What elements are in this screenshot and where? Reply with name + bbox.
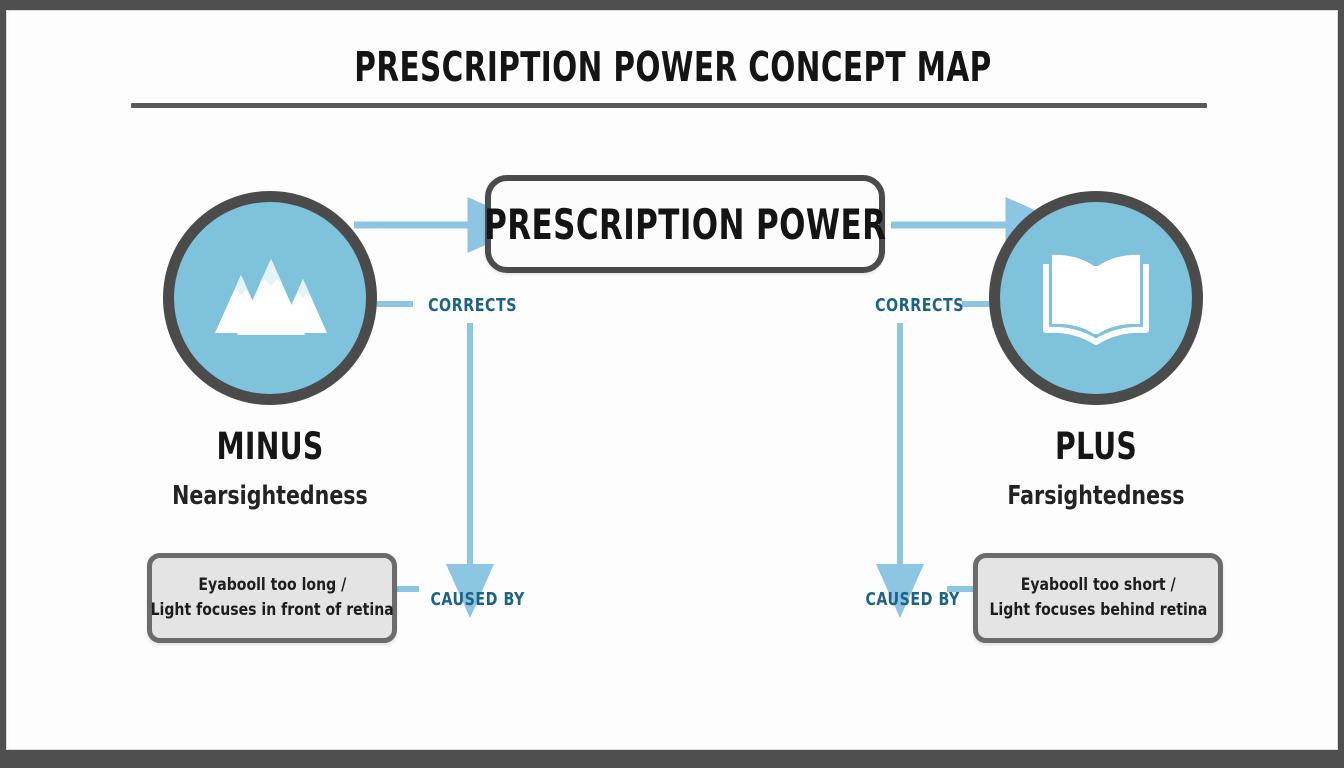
detail-minus-line1: Eyabooll too long / xyxy=(198,575,346,596)
title-divider xyxy=(131,103,1207,108)
connector-label-caused-by-right: CAUSED BY xyxy=(865,589,960,610)
page-title: PRESCRIPTION POWER CONCEPT MAP xyxy=(354,43,992,91)
connector-label-corrects-left: CORRECTS xyxy=(428,295,517,316)
node-circle-minus[interactable] xyxy=(163,191,377,405)
mountain-icon xyxy=(215,259,327,335)
connector-label-corrects-right: CORRECTS xyxy=(875,295,964,316)
detail-plus-line1: Eyabooll too short / xyxy=(1020,575,1176,596)
connector-label-caused-by-left: CAUSED BY xyxy=(430,589,525,610)
open-book-icon xyxy=(1043,254,1149,345)
node-circle-plus[interactable] xyxy=(989,191,1203,405)
center-node-prescription-power[interactable]: PRESCRIPTION POWER xyxy=(483,175,887,273)
diagram-canvas: PRESCRIPTION POWER CONCEPT MAP xyxy=(6,10,1338,750)
caption-minus: MINUS Nearsightedness xyxy=(100,425,440,511)
center-node-label: PRESCRIPTION POWER xyxy=(483,199,887,249)
node-subtitle-minus: Nearsightedness xyxy=(172,481,368,511)
node-subtitle-plus: Farsightedness xyxy=(1007,481,1185,511)
detail-minus-line2: Light focuses in front of retina xyxy=(150,600,394,620)
caption-plus: PLUS Farsightedness xyxy=(926,425,1266,511)
detail-plus-line2: Light focuses behind retina xyxy=(989,600,1207,620)
detail-box-minus[interactable]: Eyabooll too long / Light focuses in fro… xyxy=(147,553,397,643)
detail-box-plus[interactable]: Eyabooll too short / Light focuses behin… xyxy=(973,553,1223,643)
node-title-minus: MINUS xyxy=(216,425,324,468)
node-title-plus: PLUS xyxy=(1054,425,1137,468)
